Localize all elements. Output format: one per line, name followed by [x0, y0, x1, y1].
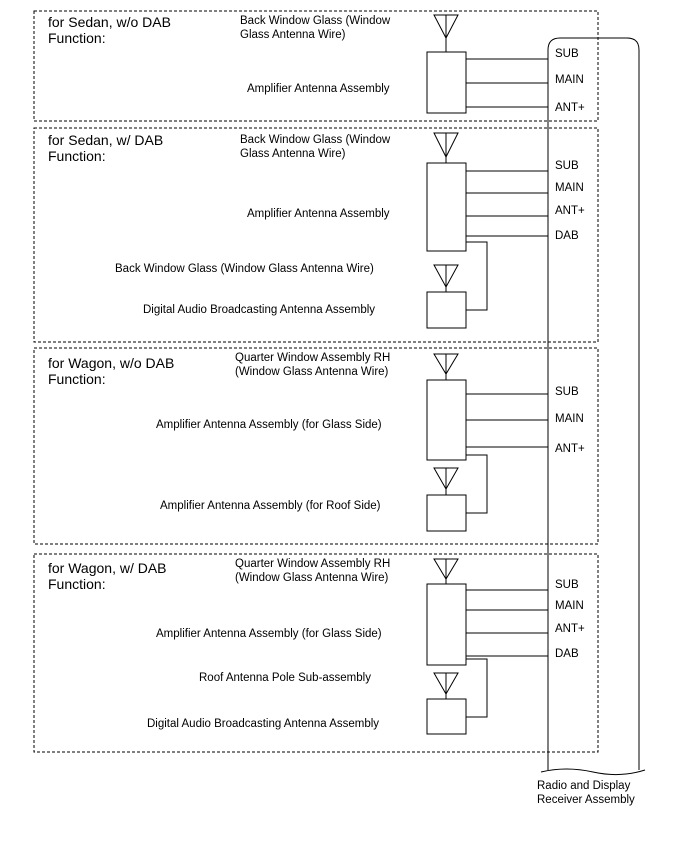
section-frame-sedan-w-dab: [33, 127, 599, 343]
roof-amplifier-label: Amplifier Antenna Assembly (for Roof Sid…: [160, 500, 381, 512]
secondary-antenna-label: Back Window Glass (Window Glass Antenna …: [115, 263, 374, 275]
dab-antenna-label: Digital Audio Broadcasting Antenna Assem…: [143, 304, 376, 316]
glass-antenna-icon: [433, 14, 459, 52]
glass-antenna-icon: [433, 132, 459, 163]
pin-label-main: MAIN: [555, 413, 584, 425]
amplifier-antenna-box: [426, 162, 467, 252]
receiver-break-line: [540, 768, 646, 776]
pin-label-ant-plus: ANT+: [555, 443, 585, 455]
pin-label-sub: SUB: [555, 160, 579, 172]
pin-label-dab: DAB: [555, 648, 579, 660]
roof-antenna-icon: [433, 467, 459, 495]
section-title: for Wagon, w/ DAB Function:: [48, 560, 167, 592]
dab-antenna-label: Digital Audio Broadcasting Antenna Assem…: [147, 718, 380, 730]
section-title: for Sedan, w/ DAB Function:: [48, 132, 164, 164]
section-title: for Wagon, w/o DAB Function:: [48, 355, 175, 387]
dab-antenna-box: [426, 291, 467, 329]
receiver-label: Radio and Display Receiver Assembly: [537, 780, 635, 806]
amplifier-antenna-box: [426, 51, 467, 114]
pin-label-main: MAIN: [555, 182, 584, 194]
pin-label-sub: SUB: [555, 386, 579, 398]
roof-antenna-pole-label: Roof Antenna Pole Sub-assembly: [199, 672, 371, 684]
pin-label-main: MAIN: [555, 600, 584, 612]
secondary-antenna-icon: [433, 264, 459, 292]
pin-label-main: MAIN: [555, 74, 584, 86]
receiver-outline: [547, 37, 640, 770]
roof-antenna-pole-icon: [433, 672, 459, 699]
pin-label-ant-plus: ANT+: [555, 102, 585, 114]
amplifier-antenna-label: Amplifier Antenna Assembly: [247, 83, 390, 95]
amplifier-antenna-label: Amplifier Antenna Assembly (for Glass Si…: [156, 419, 382, 431]
amplifier-antenna-box: [426, 379, 467, 461]
dab-antenna-box: [426, 698, 467, 735]
section-title: for Sedan, w/o DAB Function:: [48, 14, 171, 46]
pin-label-ant-plus: ANT+: [555, 623, 585, 635]
glass-antenna-icon: [433, 558, 459, 584]
section-frame-wagon-wo-dab: [33, 347, 599, 545]
amplifier-antenna-label: Amplifier Antenna Assembly: [247, 208, 390, 220]
pin-label-dab: DAB: [555, 230, 579, 242]
glass-antenna-icon: [433, 353, 459, 380]
glass-antenna-label: Back Window Glass (Window Glass Antenna …: [240, 134, 391, 160]
glass-antenna-label: Quarter Window Assembly RH (Window Glass…: [235, 558, 391, 584]
section-frame-wagon-w-dab: [33, 553, 599, 753]
amplifier-antenna-box: [426, 583, 467, 666]
roof-amplifier-box: [426, 494, 467, 532]
pin-label-sub: SUB: [555, 48, 579, 60]
glass-antenna-label: Quarter Window Assembly RH (Window Glass…: [235, 352, 391, 378]
pin-label-sub: SUB: [555, 579, 579, 591]
section-frame-sedan-wo-dab: [33, 10, 599, 122]
pin-label-ant-plus: ANT+: [555, 205, 585, 217]
amplifier-antenna-label: Amplifier Antenna Assembly (for Glass Si…: [156, 628, 382, 640]
glass-antenna-label: Back Window Glass (Window Glass Antenna …: [240, 15, 391, 41]
